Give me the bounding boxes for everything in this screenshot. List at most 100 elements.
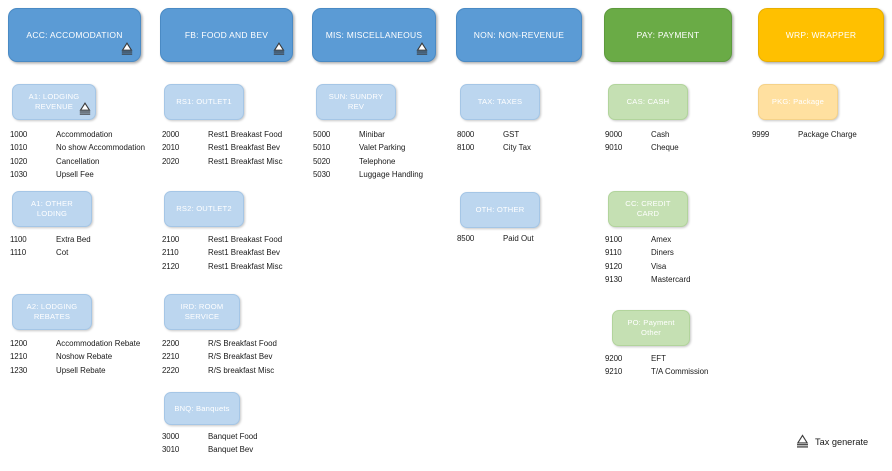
account-name: Mastercard bbox=[651, 274, 691, 284]
account-name: Amex bbox=[651, 235, 672, 244]
account-name: Minibar bbox=[359, 130, 385, 139]
group-box-acc[interactable]: ACC: ACCOMODATION bbox=[8, 8, 141, 62]
group-box-non[interactable]: NON: NON-REVENUE bbox=[456, 8, 582, 62]
group-box-wrp[interactable]: WRP: WRAPPER bbox=[758, 8, 884, 62]
category-box-sun-sundry-rev[interactable]: SUN: SUNDRY REV bbox=[316, 84, 396, 120]
category-box-a1-lodging-revenue[interactable]: A1: LODGING REVENUE bbox=[12, 84, 96, 120]
account-name: Cheque bbox=[651, 143, 679, 153]
account-name: T/A Commission bbox=[651, 367, 709, 377]
account-name: Rest1 Breakfast Bev bbox=[208, 143, 280, 153]
category-box-a2-lodging-rebates[interactable]: A2: LODGING REBATES bbox=[12, 294, 92, 330]
category-box-a1-other-loding[interactable]: A1: OTHER LODING bbox=[12, 191, 92, 227]
group-box-pay[interactable]: PAY: PAYMENT bbox=[604, 8, 732, 62]
account-row[interactable]: 9130 Mastercard bbox=[605, 273, 690, 286]
category-box-rs2-outlet2[interactable]: RS2: OUTLET2 bbox=[164, 191, 244, 227]
category-box-rs1-outlet1[interactable]: RS1: OUTLET1 bbox=[164, 84, 244, 120]
category-label: IRD: ROOM SERVICE bbox=[180, 302, 224, 321]
category-box-tax-taxes[interactable]: TAX: TAXES bbox=[460, 84, 540, 120]
group-box-fb[interactable]: FB: FOOD AND BEV bbox=[160, 8, 293, 62]
category-box-cc-credit-card[interactable]: CC: CREDIT CARD bbox=[608, 191, 688, 227]
account-code: 1030 bbox=[10, 169, 28, 179]
account-code: 2220 bbox=[162, 365, 180, 375]
account-code: 9000 bbox=[605, 130, 623, 139]
account-code: 3010 bbox=[162, 445, 180, 455]
category-box-po-payment-other[interactable]: PO: Payment Other bbox=[612, 310, 690, 346]
account-row[interactable]: 9200 EFT bbox=[605, 352, 708, 365]
category-box-ird-room-service[interactable]: IRD: ROOM SERVICE bbox=[164, 294, 240, 330]
group-box-mis[interactable]: MIS: MISCELLANEOUS bbox=[312, 8, 436, 62]
account-code: 1230 bbox=[10, 365, 28, 375]
category-label: TAX: TAXES bbox=[477, 97, 523, 107]
category-label: OTH: OTHER bbox=[475, 205, 525, 215]
account-row[interactable]: 3010 Banquet Bev bbox=[162, 443, 258, 456]
group-label: ACC: ACCOMODATION bbox=[26, 29, 123, 40]
account-code: 1010 bbox=[10, 143, 28, 153]
account-name: Paid Out bbox=[503, 234, 534, 243]
category-box-bnq-banquets[interactable]: BNQ: Banquets bbox=[164, 392, 240, 425]
category-label: A2: LODGING REBATES bbox=[26, 302, 78, 321]
account-code: 5000 bbox=[313, 130, 331, 139]
account-row[interactable]: 1100 Extra Bed bbox=[10, 233, 91, 246]
account-code: 2110 bbox=[162, 248, 179, 258]
account-name: EFT bbox=[651, 354, 666, 363]
account-code: 2200 bbox=[162, 339, 180, 348]
account-code: 9120 bbox=[605, 261, 623, 271]
account-name: Rest1 Breakast Food bbox=[208, 130, 283, 139]
account-name: Banquet Bev bbox=[208, 445, 254, 455]
category-label: CC: CREDIT CARD bbox=[625, 199, 671, 218]
account-code: 9130 bbox=[605, 274, 623, 284]
category-box-pkg-package[interactable]: PKG: Package bbox=[758, 84, 838, 120]
tax-generate-icon bbox=[120, 42, 134, 57]
group-label: WRP: WRAPPER bbox=[785, 29, 857, 40]
account-code: 9200 bbox=[605, 354, 623, 363]
account-code: 8100 bbox=[457, 143, 475, 153]
category-label: PO: Payment Other bbox=[627, 318, 675, 337]
account-code: 1100 bbox=[10, 235, 27, 244]
account-name: Extra Bed bbox=[56, 235, 91, 244]
account-name: Accommodation Rebate bbox=[56, 339, 141, 348]
account-code: 5030 bbox=[313, 169, 331, 179]
account-name: Noshow Rebate bbox=[56, 352, 113, 362]
category-box-cas-cash[interactable]: CAS: CASH bbox=[608, 84, 688, 120]
account-code: 3000 bbox=[162, 432, 180, 441]
account-row[interactable]: 5000 Minibar bbox=[313, 128, 423, 141]
category-label: BNQ: Banquets bbox=[174, 403, 230, 413]
category-box-oth-other[interactable]: OTH: OTHER bbox=[460, 192, 540, 228]
